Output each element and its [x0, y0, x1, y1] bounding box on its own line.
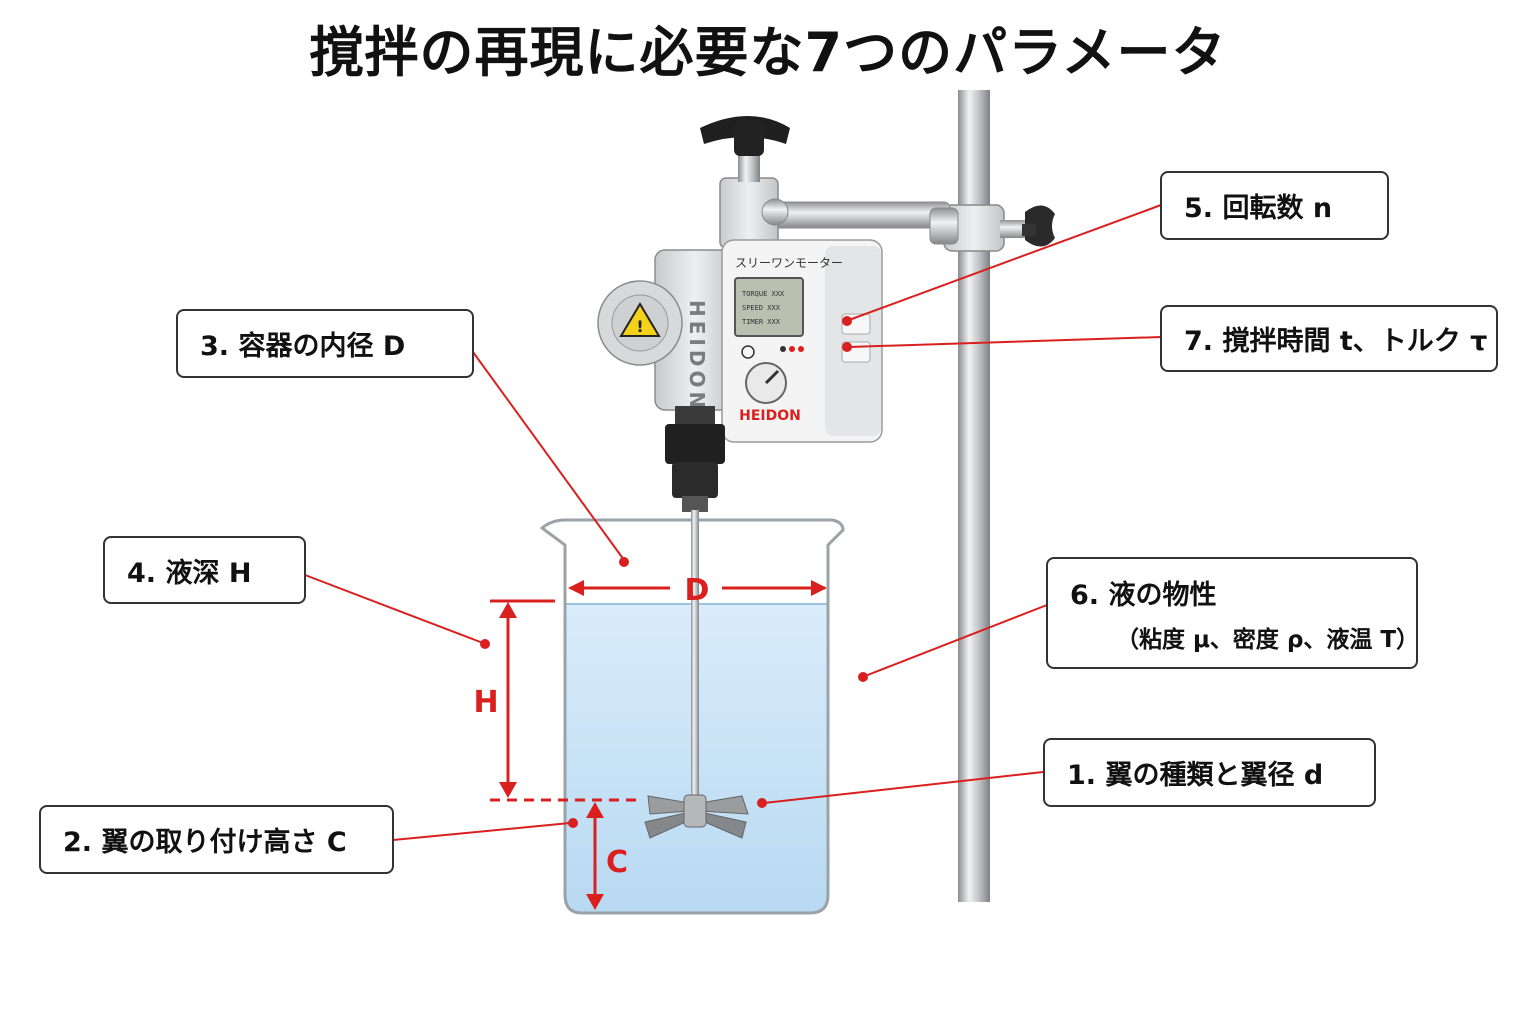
lcd-display	[734, 277, 804, 337]
leader-lines	[304, 204, 1162, 841]
panel-label: スリーワンモーター	[735, 256, 843, 270]
impeller	[644, 794, 749, 839]
brand-label: HEIDON	[739, 408, 801, 424]
page-title: 撹拌の再現に必要な7つのパラメータ	[309, 21, 1227, 84]
callout-time-torque: 7. 撹拌時間 t、トルク τ	[1160, 305, 1498, 372]
warning-icon	[619, 302, 661, 337]
rotation-icon	[741, 345, 755, 359]
callout-liquid-depth: 4. 液深 H	[103, 536, 306, 604]
dimension-label-H: H	[473, 685, 498, 720]
status-led	[780, 346, 786, 352]
motor-side-label: HEIDON	[685, 300, 709, 412]
callout-liquid-properties: 6. 液の物性 （粘度 μ、密度 ρ、液温 T）	[1046, 557, 1419, 669]
callout-impeller-type: 1. 翼の種類と翼径 d	[1043, 738, 1376, 807]
callout-vessel-diameter: 3. 容器の内径 D	[176, 309, 474, 378]
svg-text:TIMER XXX: TIMER XXX	[742, 318, 781, 326]
dimension-label-C: C	[606, 845, 628, 880]
chuck	[665, 406, 725, 512]
svg-text:TORQUE XXX: TORQUE XXX	[742, 290, 785, 298]
callout-impeller-clearance: 2. 翼の取り付け高さ C	[39, 805, 394, 874]
callout-rotation-speed: 5. 回転数 n	[1160, 171, 1389, 240]
dimension-C	[586, 802, 604, 910]
dimension-D	[568, 580, 827, 596]
rod-clamp	[943, 204, 1055, 252]
stirrer-motor: ! HEIDON スリーワンモーター TORQUE XXX SPEED XXX …	[597, 239, 883, 443]
stirring-shaft	[691, 510, 699, 810]
dimension-label-D: D	[685, 573, 710, 608]
svg-text:SPEED XXX: SPEED XXX	[742, 304, 781, 312]
svg-text:!: !	[636, 317, 643, 336]
motor-clamp	[700, 116, 790, 249]
support-arm	[769, 201, 951, 229]
dimension-H	[490, 599, 640, 802]
